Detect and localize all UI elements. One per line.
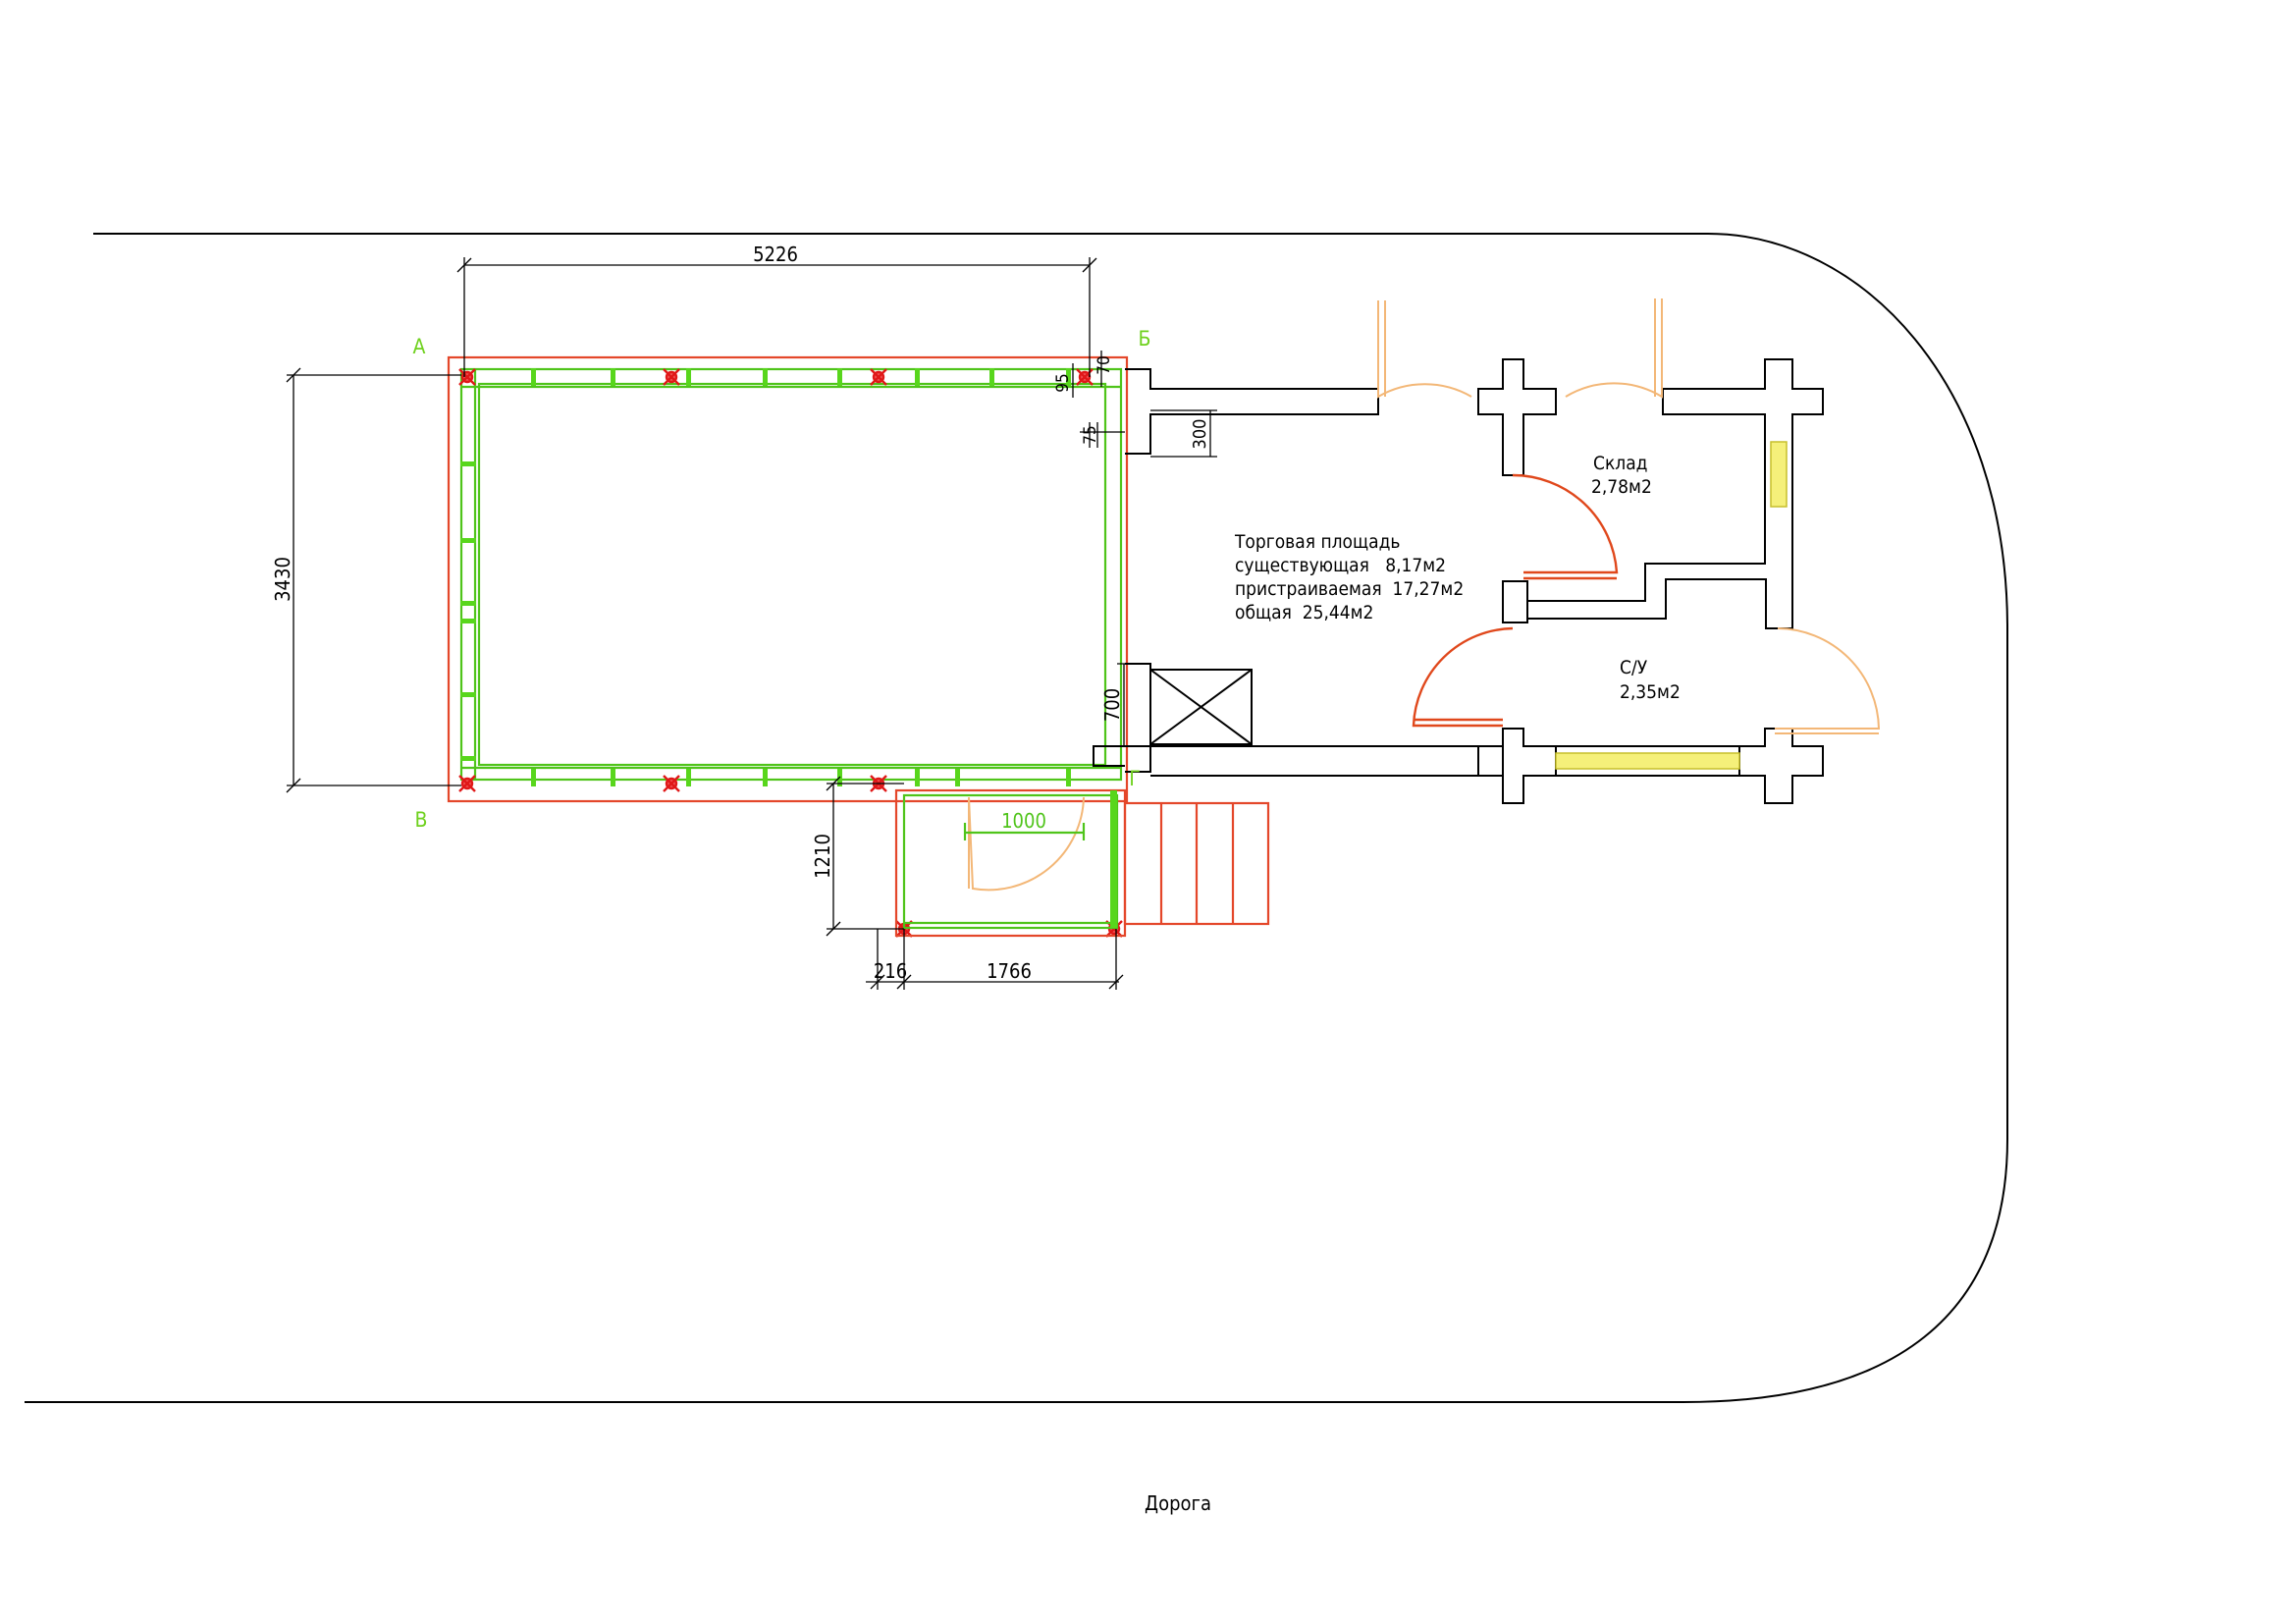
new-doors (1412, 473, 1619, 728)
sales-area-added: пристраиваемая 17,27м2 (1235, 578, 1464, 600)
axis-label-v: В (415, 808, 428, 832)
window-storage (1770, 441, 1788, 508)
dim-75: 75 (1081, 425, 1100, 444)
window-wc (1555, 752, 1740, 770)
sales-area-total: общая 25,44м2 (1235, 602, 1373, 623)
post-markers (458, 368, 1123, 938)
road-label: Дорога (1145, 1491, 1211, 1515)
dim-1766: 1766 (987, 959, 1032, 983)
axis-label-b: Б (1139, 327, 1151, 351)
dim-width-top: 5226 (753, 243, 798, 266)
dim-70: 70 (1095, 355, 1114, 374)
sales-area-existing: существующая 8,17м2 (1235, 555, 1446, 576)
dim-700: 700 (1100, 688, 1124, 722)
axis-label-g: Г (1129, 767, 1141, 790)
extension-outline (447, 355, 1129, 803)
site-boundary (25, 233, 2008, 1403)
vent-shaft (1149, 669, 1253, 745)
existing-doors (1377, 298, 1881, 734)
dim-216: 216 (874, 959, 907, 983)
dimension-lines (286, 257, 1217, 990)
dim-1210: 1210 (811, 834, 834, 879)
dim-95: 95 (1053, 373, 1073, 392)
entrance-vestibule (894, 788, 1127, 938)
dim-door-width: 1000 (1001, 809, 1046, 833)
storage-area: 2,78м2 (1591, 476, 1652, 498)
wc-area: 2,35м2 (1620, 681, 1681, 703)
entrance-steps (1123, 801, 1270, 926)
axis-label-a: А (413, 335, 426, 358)
sales-area-title: Торговая площадь (1234, 531, 1400, 553)
frame-studs (460, 368, 1071, 786)
wc-name: С/У (1620, 657, 1648, 678)
storage-name: Склад (1593, 453, 1648, 474)
dim-height-left: 3430 (271, 557, 294, 602)
dim-300: 300 (1190, 419, 1210, 450)
